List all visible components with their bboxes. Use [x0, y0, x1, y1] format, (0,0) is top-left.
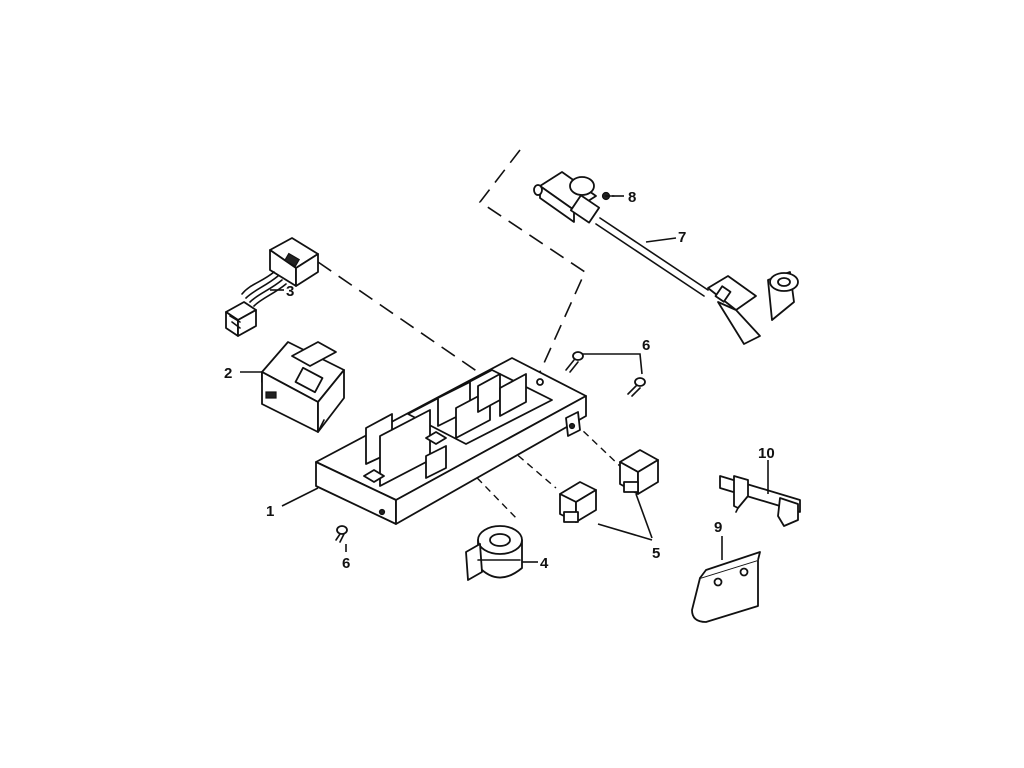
small-screw-part [601, 191, 615, 201]
callout-3: 3 [286, 283, 294, 300]
callout-2: 2 [224, 365, 232, 382]
callout-5: 5 [652, 545, 660, 562]
callout-8: 8 [628, 189, 636, 206]
sensor-cable-part [533, 171, 799, 345]
clip-fastener-part [719, 475, 801, 527]
cover-part [691, 551, 761, 623]
callout-10: 10 [758, 445, 775, 462]
screw-part [335, 525, 348, 543]
relay-part [261, 341, 345, 433]
base-plate-part [315, 357, 587, 525]
callout-6-bottom: 6 [342, 555, 350, 572]
callout-7: 7 [678, 229, 686, 246]
solenoid-part [465, 525, 523, 581]
screw-part [627, 377, 646, 397]
callout-4: 4 [540, 555, 549, 572]
leader-lines [240, 195, 769, 563]
callout-1: 1 [266, 503, 274, 520]
clip-part [619, 449, 659, 495]
clip-part [559, 481, 597, 523]
callout-6-top: 6 [642, 337, 650, 354]
screw-part [565, 351, 584, 373]
wire-harness-part [225, 237, 319, 337]
callout-9: 9 [714, 519, 722, 536]
